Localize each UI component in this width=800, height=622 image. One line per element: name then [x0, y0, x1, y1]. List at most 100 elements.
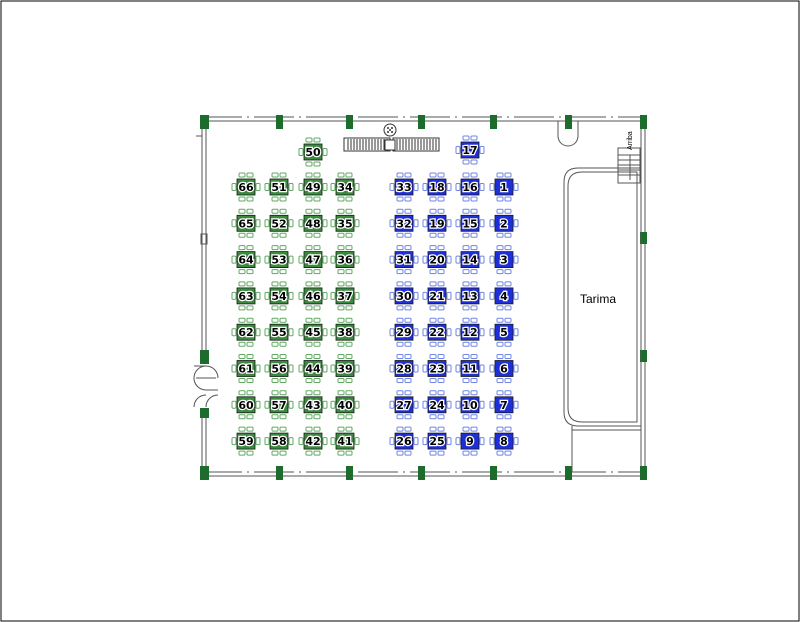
table-top [394, 360, 414, 377]
table-number-halo: 34 [337, 181, 353, 194]
table-top [236, 396, 256, 414]
table-number: 15 [462, 217, 477, 230]
table-8[interactable]: 88 [489, 426, 519, 456]
table-top [427, 432, 447, 450]
table-top [335, 360, 355, 377]
table-number-halo: 10 [462, 399, 478, 412]
table-4[interactable]: 44 [489, 281, 519, 311]
table-number: 53 [271, 254, 286, 267]
table-6[interactable]: 66 [489, 354, 519, 383]
table-number-halo: 64 [238, 254, 254, 267]
table-number: 42 [305, 435, 320, 448]
table-3[interactable]: 33 [489, 245, 519, 275]
table-2[interactable]: 22 [489, 208, 519, 238]
table-number: 61 [238, 363, 253, 376]
table-top [236, 251, 256, 269]
table-number: 59 [238, 435, 253, 448]
table-5[interactable]: 55 [489, 317, 519, 347]
table-number-halo: 17 [462, 144, 477, 157]
table-number-halo: 15 [462, 217, 477, 230]
table-number-halo: 16 [462, 181, 478, 194]
table-number: 63 [238, 290, 253, 303]
table-number: 16 [462, 181, 478, 194]
table-top [303, 287, 323, 305]
table-number: 5 [500, 326, 508, 339]
table-number-halo: 3 [500, 254, 508, 267]
table-number-halo: 5 [500, 326, 508, 339]
table-number: 66 [238, 181, 254, 194]
table-1[interactable]: 11 [489, 172, 519, 202]
table-7[interactable]: 77 [489, 390, 519, 420]
entrance-door-icon [193, 365, 219, 408]
table-number: 2 [500, 217, 508, 230]
table-number: 18 [429, 181, 444, 194]
table-number: 4 [500, 290, 508, 303]
table-number-halo: 22 [429, 326, 444, 339]
table-9[interactable]: 99 [455, 426, 485, 456]
table-top [394, 323, 414, 341]
table-number-halo: 2 [500, 217, 508, 230]
table-number-halo: 18 [429, 181, 444, 194]
table-number-halo: 45 [305, 326, 320, 339]
table-number-halo: 25 [429, 435, 444, 448]
table-number-halo: 28 [396, 363, 411, 376]
